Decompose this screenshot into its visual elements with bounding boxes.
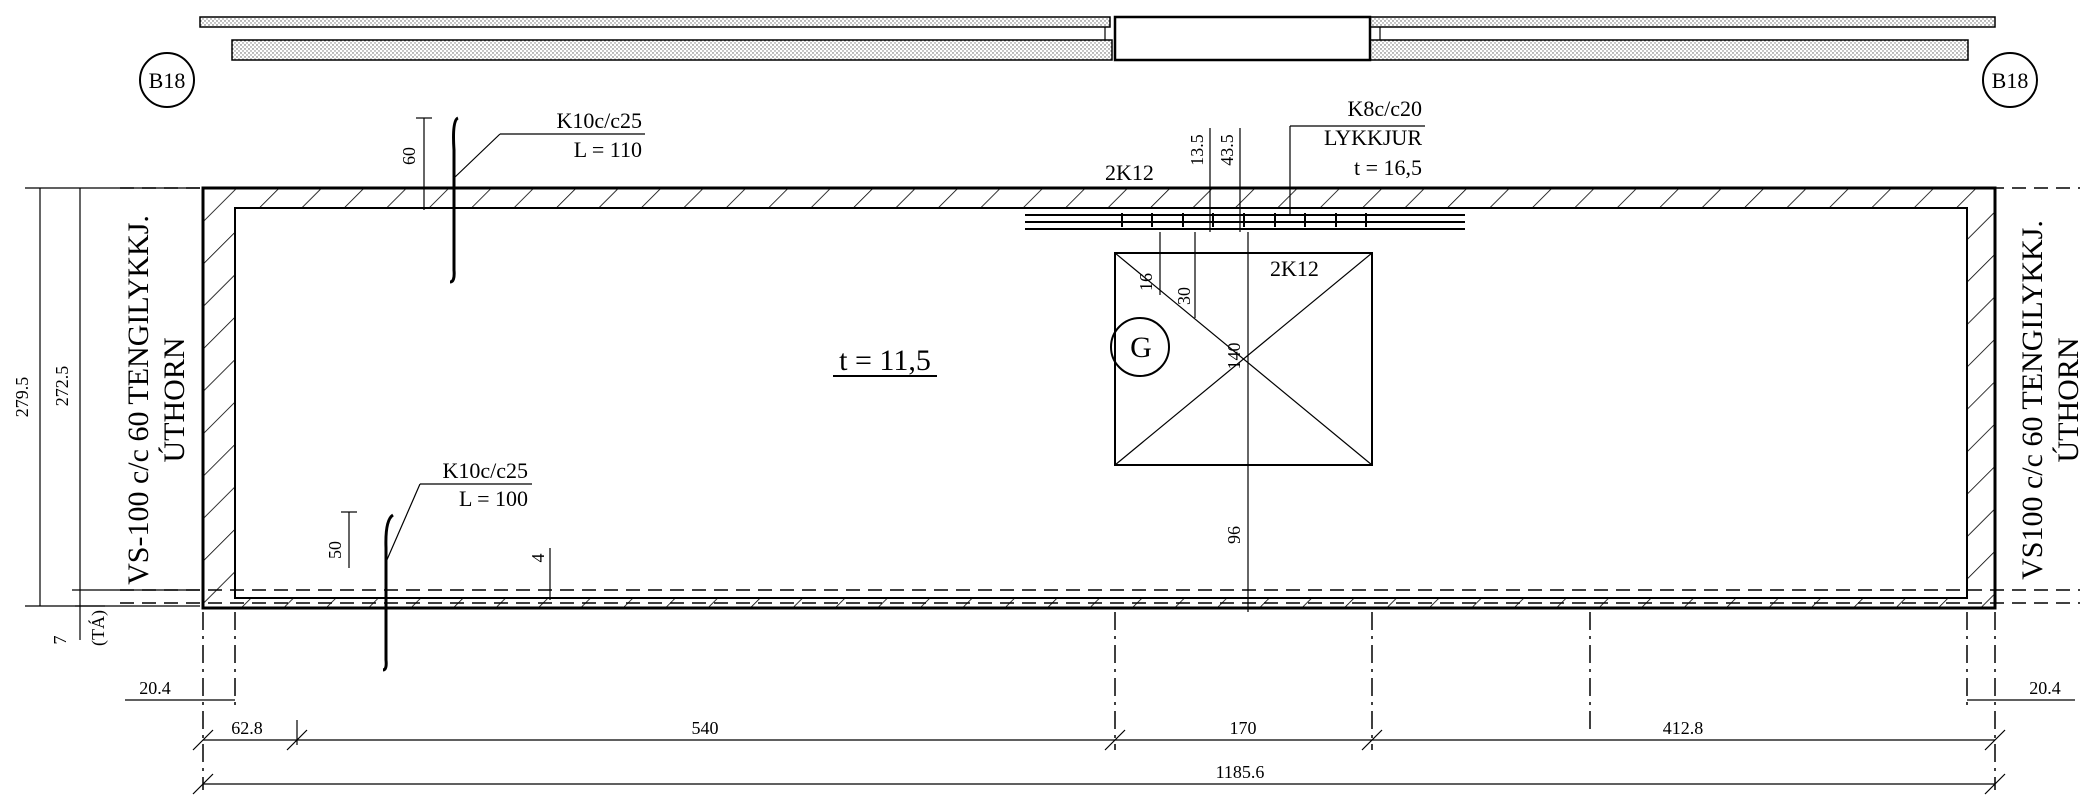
bar-2k12-top-label: 2K12	[1105, 160, 1154, 185]
dim-ta-value-label: 7	[50, 636, 70, 645]
dim-seg-4-label: 412.8	[1663, 718, 1704, 738]
opening-g-label: G	[1130, 331, 1152, 364]
left-tie-label-2: ÚTHORN	[158, 338, 191, 463]
section-strip-upper-right	[1369, 16, 1996, 28]
right-tie-label: VS100 c/c 60 TENGILYKKJ.	[2016, 220, 2049, 580]
dim-seg-2-label: 540	[692, 718, 719, 738]
left-height-dims: 279.5 272.5 7 (TÁ)	[12, 187, 200, 646]
rebar-top-k10-label: K10c/c25	[556, 108, 642, 133]
rebar-bot-k10-label: K10c/c25	[442, 458, 528, 483]
dim-seg-1-label: 62.8	[231, 718, 263, 738]
right-tie-label-2: ÚTHORN	[2052, 338, 2085, 463]
dim-opening: 16 30 140 96	[1136, 232, 1258, 612]
top-rebar-bundle	[1025, 213, 1465, 230]
dim-height-outer-label: 279.5	[12, 377, 32, 418]
rebar-k8-label: K8c/c20	[1347, 96, 1422, 121]
rebar-k8-t-label: t = 16,5	[1354, 155, 1422, 180]
dim-13-5-label: 13.5	[1187, 134, 1207, 166]
b18-marker-top-right: B18	[1982, 52, 2038, 108]
slab-thickness-label: t = 11,5	[839, 344, 931, 377]
dim-seg-3-label: 170	[1230, 718, 1257, 738]
rebar-bot-len-label: L = 100	[459, 486, 528, 511]
b18-marker-top-left: B18	[139, 52, 195, 108]
dim-edge-left-label: 20.4	[139, 678, 171, 698]
dim-total-label: 1185.6	[1216, 762, 1265, 782]
top-section-strip	[199, 15, 1996, 62]
slab-plan	[120, 186, 2080, 610]
dim-96-label: 96	[1224, 526, 1244, 544]
dim-edge-right-label: 20.4	[2029, 678, 2061, 698]
rebar-top-len-label: L = 110	[574, 137, 642, 162]
section-opening	[1113, 15, 1372, 62]
rebar-k8-type-label: LYKKJUR	[1324, 125, 1422, 150]
dim-ta-label: (TÁ)	[87, 610, 109, 646]
b18-label: B18	[149, 68, 186, 93]
dim-16-label: 16	[1136, 273, 1156, 291]
bar-2k12-right-label: 2K12	[1270, 256, 1319, 281]
dim-140-label: 140	[1224, 343, 1244, 370]
dim-50-label: 50	[325, 541, 345, 559]
section-strip-lower-left	[231, 39, 1113, 61]
bottom-dims: 20.4 20.4 62.8 540 170 412.8 1185.6	[125, 612, 2075, 795]
left-tie-label: VS-100 c/c 60 TENGILYKKJ.	[122, 215, 155, 585]
section-strip-lower-right	[1369, 39, 1969, 61]
b18-label: B18	[1992, 68, 2029, 93]
dim-30-label: 30	[1174, 287, 1194, 305]
dim-top-bundle: 13.5 43.5	[1187, 128, 1241, 232]
slab-inner-area	[234, 207, 1968, 599]
rebar-k10-top: 60 K10c/c25 L = 110	[399, 108, 645, 284]
rebar-k10-bottom: 50 K10c/c25 L = 100 4	[325, 458, 551, 672]
opening-g: G	[1110, 252, 1373, 466]
dim-60-label: 60	[399, 147, 419, 165]
k8-leader: K8c/c20 LYKKJUR t = 16,5	[1289, 96, 1425, 215]
section-strip-upper-left	[199, 16, 1111, 28]
dim-height-inner-label: 272.5	[52, 366, 72, 407]
dim-4-label: 4	[528, 554, 548, 563]
dim-43-5-label: 43.5	[1217, 134, 1237, 166]
